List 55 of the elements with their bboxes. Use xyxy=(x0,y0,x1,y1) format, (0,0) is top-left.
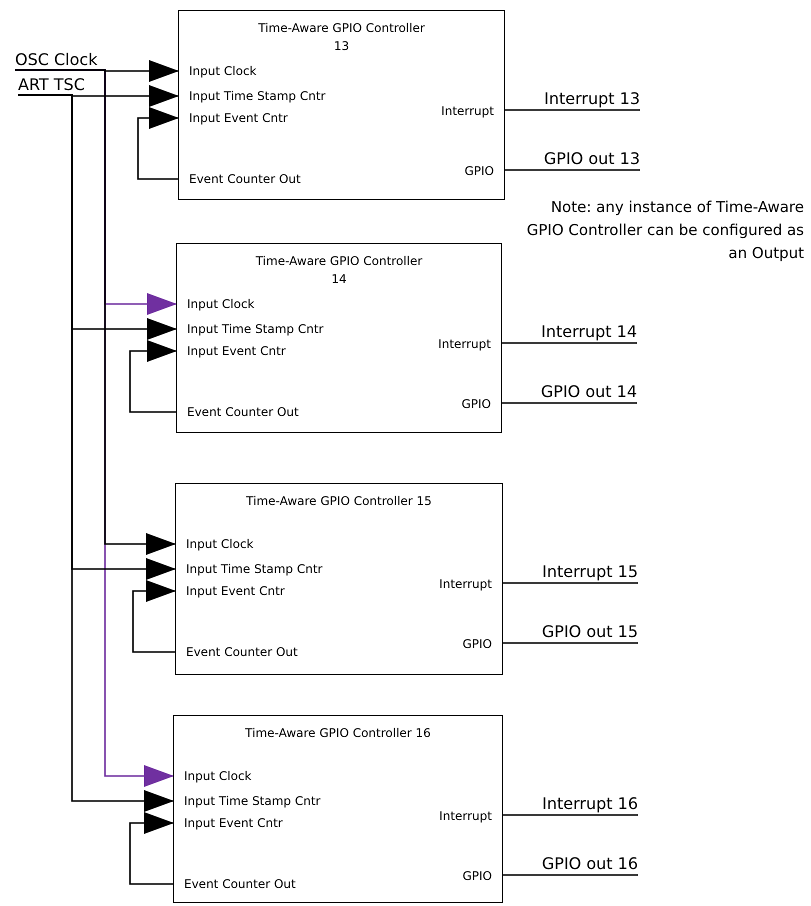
output-signal-label: Interrupt 15 xyxy=(525,562,638,583)
signal-line xyxy=(501,342,637,344)
signal-label: OSC Clock xyxy=(15,50,98,70)
port-label: Interrupt xyxy=(439,806,502,826)
port-label: Interrupt xyxy=(441,101,504,121)
port-label: Input Clock xyxy=(179,61,256,81)
port-label: Input Event Cntr xyxy=(174,813,283,833)
port-label: Interrupt xyxy=(439,574,502,594)
output-signal-label: GPIO out 14 xyxy=(524,382,637,403)
note-text: Note: any instance of Time-Aware GPIO Controller can be configured as an Output xyxy=(526,197,804,264)
output-signal-label: Interrupt 13 xyxy=(527,89,640,110)
port-label: Input Time Stamp Cntr xyxy=(179,86,326,106)
port-label: Input Time Stamp Cntr xyxy=(176,559,322,579)
output-signal-label: Interrupt 14 xyxy=(524,322,637,343)
port-label: Input Time Stamp Cntr xyxy=(177,319,324,339)
port-label: Input Clock xyxy=(176,534,254,554)
controller-box xyxy=(178,10,505,200)
output-signal-label: GPIO out 13 xyxy=(527,149,640,170)
controller-title: Time-Aware GPIO Controller 15 xyxy=(245,493,433,510)
port-label: Event Counter Out xyxy=(177,402,299,422)
signal-line xyxy=(502,874,638,876)
signal-line xyxy=(501,402,637,404)
arrow xyxy=(129,812,174,885)
output-signal-label: Interrupt 16 xyxy=(525,794,638,815)
port-label: Event Counter Out xyxy=(176,642,298,662)
arrow xyxy=(132,580,176,653)
signal-line xyxy=(502,642,638,644)
port-label: GPIO xyxy=(462,634,502,654)
arrow xyxy=(129,340,177,413)
arrow xyxy=(137,107,179,180)
signal-label: ART TSC xyxy=(18,75,85,95)
controller-box xyxy=(173,715,503,903)
port-label: Input Clock xyxy=(177,294,254,314)
port-label: Input Clock xyxy=(174,766,252,786)
port-label: GPIO xyxy=(464,161,504,181)
signal-line xyxy=(502,582,638,584)
port-label: Input Event Cntr xyxy=(176,581,285,601)
port-label: GPIO xyxy=(461,394,501,414)
controller-title: Time-Aware GPIO Controller 13 xyxy=(257,20,426,55)
port-label: Input Event Cntr xyxy=(179,108,288,128)
signal-line xyxy=(504,169,640,171)
output-signal-label: GPIO out 15 xyxy=(525,622,638,643)
port-label: Interrupt xyxy=(438,334,501,354)
signal-line xyxy=(504,109,640,111)
output-signal-label: GPIO out 16 xyxy=(525,854,638,875)
controller-title: Time-Aware GPIO Controller 16 xyxy=(244,725,432,742)
port-label: Input Event Cntr xyxy=(177,341,286,361)
controller-box xyxy=(176,243,502,433)
port-label: Event Counter Out xyxy=(179,169,301,189)
controller-box xyxy=(175,483,503,675)
controller-title: Time-Aware GPIO Controller 14 xyxy=(254,253,424,288)
port-label: Event Counter Out xyxy=(174,874,296,894)
port-label: Input Time Stamp Cntr xyxy=(174,791,320,811)
port-label: GPIO xyxy=(462,866,502,886)
signal-line xyxy=(502,814,638,816)
